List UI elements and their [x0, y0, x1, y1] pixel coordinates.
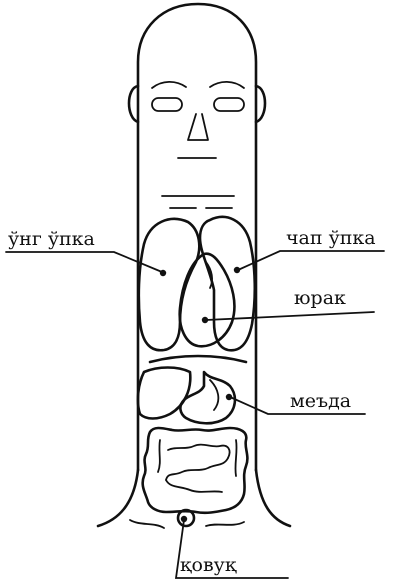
left-lung-label: чап ўпка [286, 227, 376, 249]
small-intestine-2 [166, 458, 228, 480]
small-intestine-3 [166, 480, 222, 492]
diaphragm [150, 356, 246, 362]
pelvis-right [206, 522, 244, 526]
nose [188, 114, 208, 140]
right-lung-pointer [160, 270, 166, 276]
left-eyebrow [152, 82, 186, 88]
heart-leader [206, 312, 374, 320]
bladder-pointer [181, 516, 187, 522]
right-eyebrow [210, 82, 244, 88]
heart-pointer [202, 317, 208, 323]
right-lung-shape [139, 219, 199, 350]
right-hip [256, 470, 290, 526]
left-hip [98, 470, 138, 526]
left-lung-leader [238, 251, 384, 270]
right-eye [214, 98, 244, 111]
bladder-label: қовуқ [180, 554, 237, 576]
pelvis-left [130, 520, 164, 528]
stomach-pointer [226, 394, 232, 400]
heart-label: юрак [294, 287, 346, 309]
right-lung-label: ўнг ўпка [8, 228, 95, 250]
liver-shape [138, 368, 190, 419]
stomach-label: меъда [290, 390, 351, 412]
left-ear [129, 86, 138, 122]
small-intestine-4 [158, 440, 160, 472]
right-ear [256, 86, 265, 122]
left-lung-pointer [234, 267, 240, 273]
small-intestine-5 [235, 440, 236, 476]
left-eye [152, 98, 182, 111]
small-intestine-1 [168, 445, 230, 458]
stomach-inner [210, 380, 218, 410]
